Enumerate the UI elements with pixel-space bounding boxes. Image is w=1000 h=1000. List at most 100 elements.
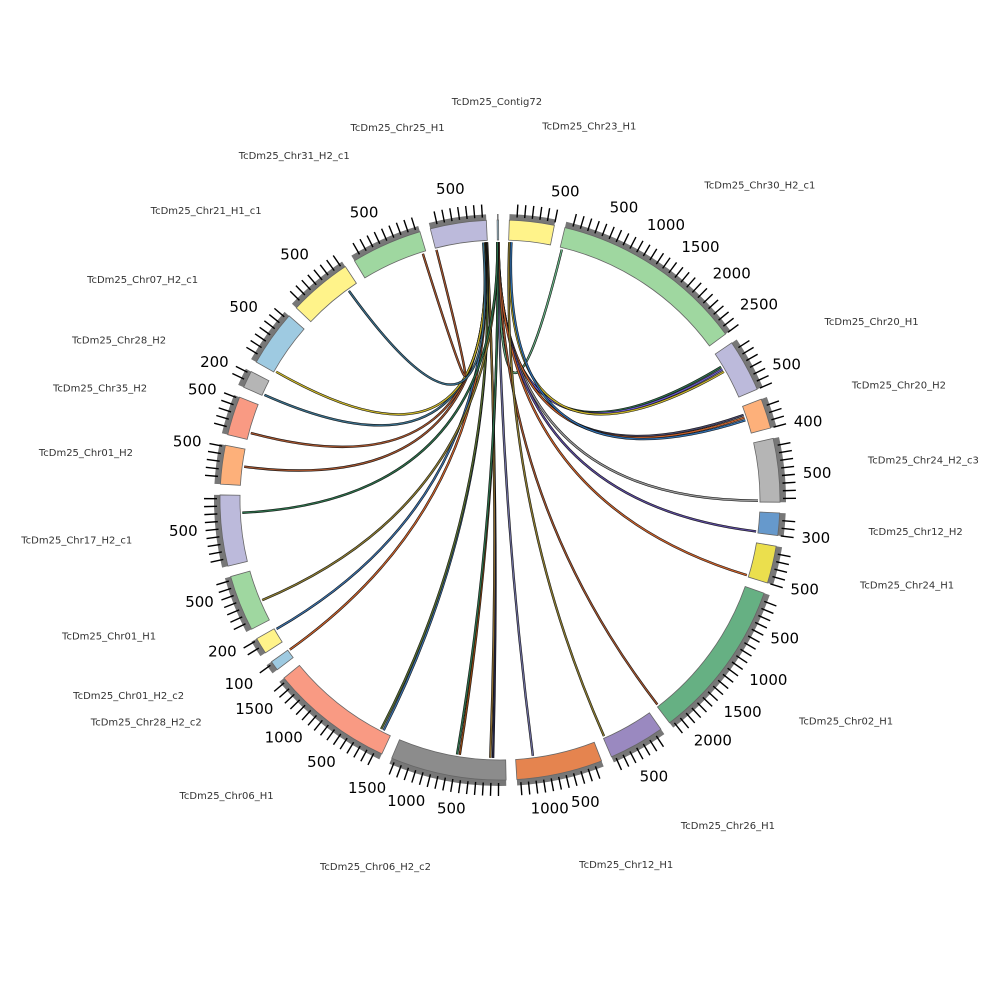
tick-mark — [284, 693, 295, 704]
tick-mark — [673, 722, 683, 734]
segment-name-label: TcDm25_Chr35_H2 — [52, 384, 147, 395]
segment-band — [251, 638, 266, 657]
links-layer — [242, 241, 759, 758]
segment-name-label: TcDm25_Chr20_H1 — [823, 317, 918, 328]
segment-ideogram[interactable] — [220, 444, 246, 486]
segment-tcdm25-chr24-h2-c3[interactable]: 500 TcDm25_Chr24_H2_c3 — [753, 437, 979, 503]
segment-band — [351, 225, 420, 261]
link-tcdm25-chr21-h1-c1 — [348, 242, 486, 386]
segment-tcdm25-chr20-h1[interactable]: 500 TcDm25_Chr20_H1 — [714, 317, 919, 398]
link-tcdm25-chr01-h1 — [261, 242, 499, 601]
segment-ideogram[interactable] — [602, 712, 662, 758]
segment-ideogram[interactable] — [757, 511, 781, 537]
tick-label: 200 — [200, 353, 229, 371]
segment-name-label: TcDm25_Chr07_H2_c1 — [86, 275, 198, 286]
tick-mark — [205, 466, 219, 470]
tick-mark — [781, 465, 795, 469]
tick-mark — [749, 360, 762, 368]
tick-mark — [434, 775, 439, 789]
tick-mark — [235, 365, 248, 373]
segment-ideogram[interactable] — [270, 649, 294, 671]
tick-mark — [717, 679, 729, 690]
tick-mark — [516, 204, 519, 218]
segment-name-label: TcDm25_Chr24_H2_c3 — [867, 455, 979, 466]
segment-ideogram[interactable] — [515, 741, 603, 780]
segment-ideogram[interactable] — [255, 315, 305, 373]
segment-ideogram[interactable] — [391, 739, 507, 781]
tick-label: 500 — [772, 355, 801, 373]
segment-ideogram[interactable] — [295, 266, 357, 323]
segment-ideogram[interactable] — [230, 570, 270, 630]
tick-mark — [441, 209, 446, 223]
tick-mark — [373, 231, 381, 245]
segment-name-label: TcDm25_Chr01_H2_c2 — [72, 691, 184, 702]
segment-ideogram[interactable] — [742, 398, 772, 434]
link-tcdm25-chr20-h1 — [497, 242, 723, 414]
segment-ideogram[interactable] — [353, 231, 427, 279]
tick-mark — [781, 527, 795, 531]
tick-mark — [780, 457, 794, 461]
segment-name-label: TcDm25_Chr20_H2 — [851, 381, 946, 392]
tick-mark — [403, 767, 410, 781]
tick-label: 500 — [803, 464, 832, 482]
segment-ideogram[interactable] — [753, 437, 781, 503]
tick-mark — [753, 367, 766, 375]
segment-ideogram[interactable] — [747, 542, 777, 584]
tick-mark — [367, 752, 375, 766]
tick-mark — [418, 772, 424, 786]
tick-mark — [686, 277, 696, 288]
segment-ideogram[interactable] — [496, 219, 500, 241]
segment-ideogram[interactable] — [429, 219, 488, 249]
tick-label: 1000 — [647, 216, 685, 234]
segment-tcdm25-contig72[interactable]: TcDm25_Contig72 — [451, 97, 542, 241]
segment-name-label: TcDm25_Chr01_H1 — [61, 632, 156, 643]
tick-mark — [247, 647, 260, 656]
tick-mark — [702, 696, 713, 707]
segment-ideogram[interactable] — [559, 227, 727, 347]
tick-mark — [774, 568, 788, 573]
tick-mark — [744, 642, 756, 650]
segment-ideogram[interactable] — [256, 628, 283, 654]
tick-mark — [680, 271, 690, 283]
tick-label: 1500 — [724, 703, 762, 721]
tick-mark — [206, 536, 220, 540]
tick-mark — [713, 305, 724, 315]
segment-ideogram[interactable] — [656, 586, 765, 724]
segment-ideogram[interactable] — [243, 371, 270, 396]
tick-mark — [546, 208, 551, 222]
tick-mark — [554, 209, 559, 223]
segment-ideogram[interactable] — [283, 664, 391, 755]
segment-ideogram[interactable] — [508, 219, 555, 246]
segment-band — [214, 444, 226, 485]
tick-mark — [649, 739, 658, 752]
segment-ideogram[interactable] — [227, 396, 259, 440]
tick-mark — [759, 382, 773, 389]
tick-mark — [542, 779, 547, 793]
tick-label: 500 — [640, 767, 669, 785]
tick-mark — [411, 769, 417, 783]
segment-ideogram[interactable] — [219, 494, 248, 567]
tick-mark — [243, 640, 256, 649]
segment-ideogram[interactable] — [714, 342, 758, 398]
